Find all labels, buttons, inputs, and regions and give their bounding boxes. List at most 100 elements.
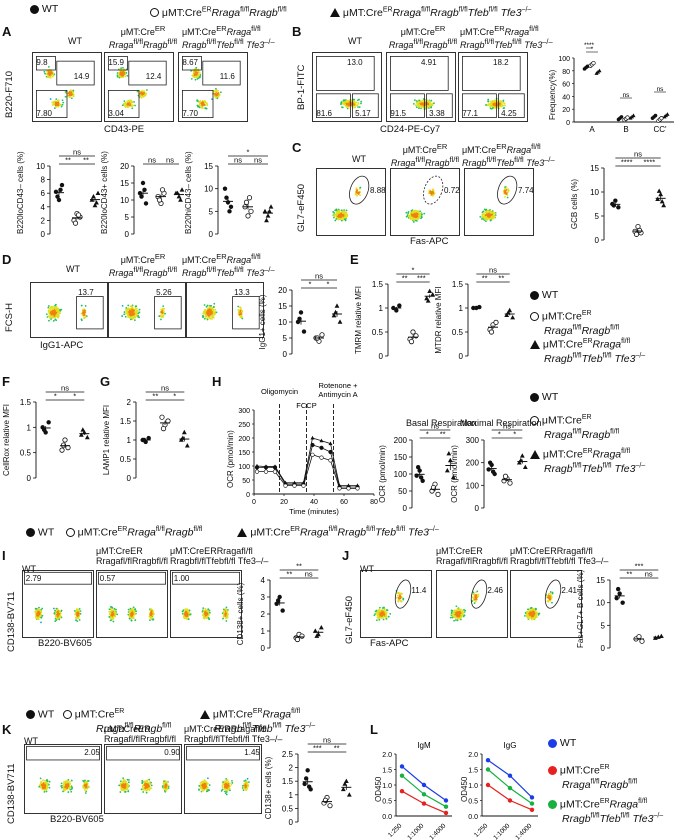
facs-event (160, 318, 162, 321)
facs-event (192, 76, 195, 78)
facs-event (428, 105, 431, 108)
data-point (490, 469, 496, 474)
facs-event (162, 315, 164, 318)
facs-event (202, 607, 205, 610)
facs-event (78, 607, 81, 610)
data-point (75, 212, 82, 218)
facs-event (149, 613, 152, 616)
facs-event (475, 598, 478, 601)
facs-event (460, 616, 463, 619)
facs-event (55, 105, 58, 108)
facs-event (203, 617, 206, 620)
facs-event (456, 618, 459, 620)
facs-event (334, 219, 337, 222)
facs-event (59, 614, 62, 617)
facs-event (127, 314, 129, 317)
facs-event (54, 313, 57, 315)
facs-event (123, 100, 126, 103)
facs-event (458, 615, 461, 618)
facs-event (360, 100, 363, 103)
facs-event (45, 313, 48, 316)
facs-event (430, 191, 433, 194)
facs-event (60, 609, 63, 612)
facs-event (196, 70, 199, 73)
facs-event (164, 312, 166, 315)
facs-event (239, 306, 242, 309)
facs-event (428, 101, 431, 104)
facs-event (377, 616, 380, 619)
facs-event (385, 617, 388, 620)
y-axis-label: B220loCD43+ cells (%) (100, 151, 109, 234)
sig-label: ** (440, 430, 446, 439)
facs-event (427, 192, 430, 195)
y-tick-label: 0 (127, 474, 132, 483)
data-point (275, 598, 281, 603)
ocr-point (254, 469, 260, 474)
facs-event (201, 104, 204, 107)
gate (426, 93, 453, 118)
facs-event (237, 305, 240, 308)
facs-event (41, 614, 44, 617)
sig-label: ns (166, 156, 174, 165)
facs-event (415, 101, 418, 104)
y-tick-label: 0 (566, 120, 570, 127)
facs-event (190, 77, 193, 80)
facs-event (505, 192, 508, 195)
facs-event (121, 304, 124, 307)
y-tick-label: 50 (398, 487, 407, 496)
facs-event (529, 612, 532, 615)
data-point (160, 425, 167, 432)
facs-event (185, 610, 187, 613)
facs-event (547, 600, 550, 603)
facs-event (547, 592, 550, 595)
data-point (420, 478, 425, 483)
facs-event (206, 307, 209, 310)
facs-event (396, 592, 399, 594)
facs-event (475, 591, 477, 594)
gate-percentage: 7.80 (36, 108, 52, 118)
facs-event (160, 308, 163, 311)
facs-event (205, 317, 208, 320)
data-point (312, 628, 318, 633)
data-point (619, 115, 624, 119)
facs-event (455, 619, 457, 621)
ocr-point (319, 455, 324, 460)
facs-event (500, 101, 503, 104)
facs-event (135, 610, 137, 613)
data-point (314, 633, 320, 638)
facs-event (199, 72, 201, 74)
ocr-point (263, 469, 269, 474)
facs-event (533, 608, 536, 611)
gate-percentage: 14.9 (73, 72, 90, 82)
facs-event (110, 616, 113, 619)
facs-event (79, 612, 82, 615)
facs-event (205, 315, 208, 318)
facs-event (430, 99, 433, 102)
facs-event (129, 99, 132, 102)
facs-event (193, 71, 195, 74)
facs-event (39, 782, 42, 785)
facs-event (376, 611, 378, 614)
x-tick-label: CC' (653, 125, 667, 134)
gate (202, 60, 241, 86)
x-tick-label: 60 (340, 499, 348, 506)
facs-event (224, 614, 227, 617)
facs-event (66, 783, 69, 786)
d-title-wt: WT (66, 264, 80, 274)
facs-event (212, 305, 215, 308)
facs-event (237, 312, 240, 315)
y-tick-label: 250 (238, 422, 250, 429)
gate-percentage: 8.67 (182, 58, 198, 68)
facs-event (526, 614, 529, 616)
facs-event (494, 212, 496, 215)
sig-label: ns (73, 148, 81, 157)
facs-event (132, 609, 135, 612)
sig-label: * (513, 430, 516, 439)
facs-event (380, 612, 382, 615)
